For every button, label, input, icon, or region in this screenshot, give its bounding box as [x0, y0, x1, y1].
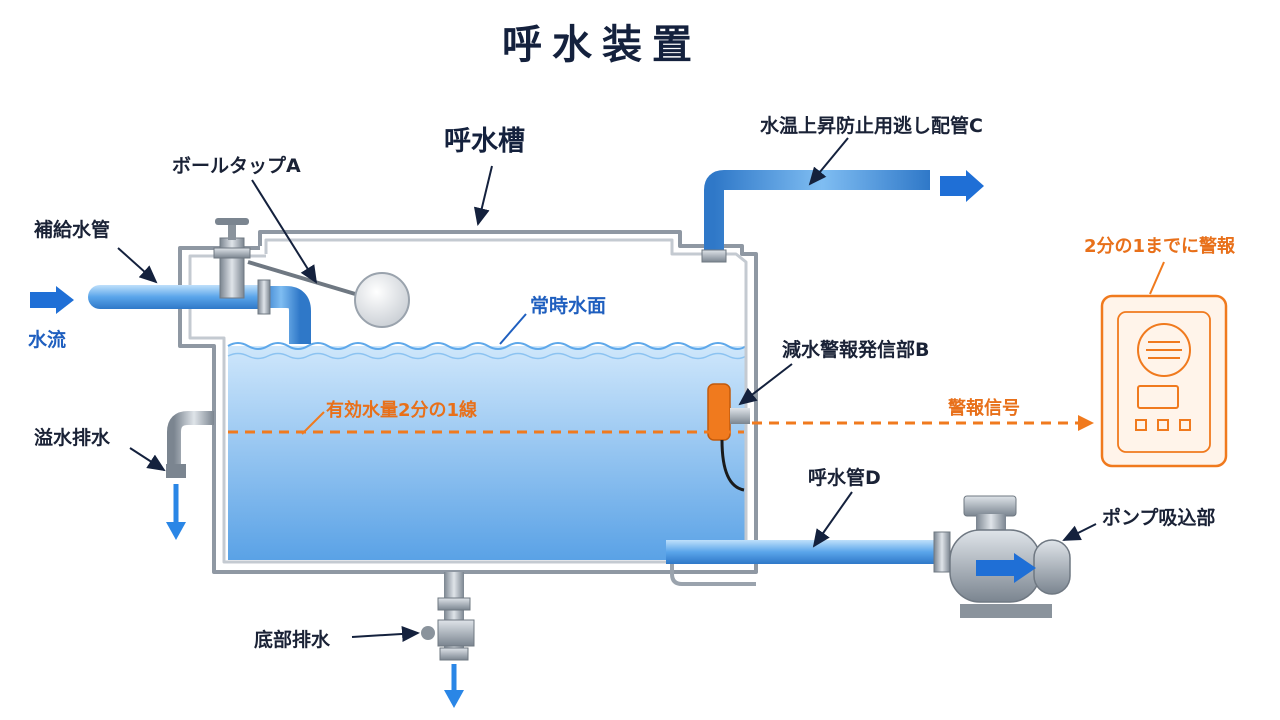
leader-supply-pipe: [117, 247, 158, 284]
water-surface-waves: [227, 342, 747, 350]
leader-escape-pipe: [808, 137, 849, 186]
alarm-button-2: [1157, 419, 1169, 431]
priming-pipe-d: [666, 540, 940, 564]
pump-motor: [1033, 539, 1071, 595]
leader-bottom-drain: [351, 625, 420, 642]
label-overflow: 溢水排水: [34, 426, 111, 449]
bottom-drain-outlet: [439, 647, 469, 661]
inlet-flange: [257, 279, 271, 315]
overflow-pipe: [167, 411, 214, 468]
label-alarm-unit: 減水警報発信部B: [782, 338, 929, 361]
label-pump-suction: ポンプ吸込部: [1102, 506, 1215, 529]
inlet-elbow-pipe: [262, 286, 311, 344]
label-alarm-threshold: 2分の1までに警報: [1084, 235, 1236, 257]
water-surface-waves-2: [227, 352, 747, 360]
pump-top-flange: [963, 495, 1017, 517]
label-supply-pipe: 補給水管: [33, 218, 110, 241]
ball-tap-body: [219, 237, 245, 299]
tank-wall-outer: [178, 230, 758, 574]
label-ball-tap: ボールタップA: [172, 154, 301, 177]
bottom-drain-flange-top: [437, 597, 471, 611]
label-effective-line: 有効水量2分の1線: [326, 399, 477, 421]
supply-flow-arrow: [30, 286, 74, 314]
alarm-button-3: [1179, 419, 1191, 431]
pump-base: [960, 604, 1052, 618]
valve-handwheel: [215, 218, 249, 225]
escape-pipe-c: [704, 170, 930, 262]
leader-effective-line: [301, 411, 325, 435]
priming-pipe-loop: [670, 540, 756, 586]
supply-pipe: [88, 285, 274, 309]
alarm-sensor-cable: [720, 439, 745, 492]
overflow-arrow-head: [166, 522, 186, 540]
label-normal-level: 常時水面: [530, 294, 606, 317]
alarm-speaker-icon: [1137, 323, 1191, 377]
overflow-outlet: [166, 464, 186, 478]
leader-priming-pipe: [812, 491, 853, 548]
alarm-button-1: [1135, 419, 1147, 431]
ball-tap-stem: [228, 222, 236, 240]
label-tank: 呼水槽: [444, 126, 525, 157]
tank-water: [228, 346, 746, 560]
label-bottom-drain: 底部排水: [254, 628, 331, 651]
leader-ball-tap: [251, 179, 318, 284]
alarm-panel-inner: [1117, 311, 1211, 453]
pump-neck: [976, 514, 1006, 534]
ball-tap-flange: [213, 247, 251, 259]
alarm-display: [1137, 385, 1179, 409]
escape-flow-arrow: [940, 170, 984, 202]
leader-overflow: [129, 447, 166, 472]
label-priming-pipe: 呼水管D: [808, 466, 881, 489]
label-escape-pipe: 水温上昇防止用逃し配管C: [760, 114, 983, 137]
escape-pipe-flange: [701, 249, 727, 263]
pump-flow-arrow: [976, 553, 1036, 583]
leader-tank: [473, 165, 493, 226]
alarm-panel: [1100, 294, 1228, 468]
bottom-drain-arrow-head: [444, 690, 464, 708]
leader-alarm-unit: [738, 363, 793, 406]
bottom-drain-handle: [421, 626, 435, 640]
alarm-sensor-mount: [730, 408, 750, 424]
label-alarm-signal: 警報信号: [948, 397, 1020, 419]
float-ball: [354, 272, 410, 328]
diagram-title: 呼水装置: [502, 22, 702, 68]
pump-inlet-flange: [933, 531, 951, 573]
label-water-flow: 水流: [28, 328, 66, 351]
alarm-signal-arrow-head: [1078, 415, 1094, 431]
bottom-drain-valve: [437, 619, 475, 647]
leader-alarm-threshold: [1149, 261, 1165, 295]
leader-normal-level: [499, 313, 527, 345]
leader-pump-suction: [1062, 523, 1097, 541]
